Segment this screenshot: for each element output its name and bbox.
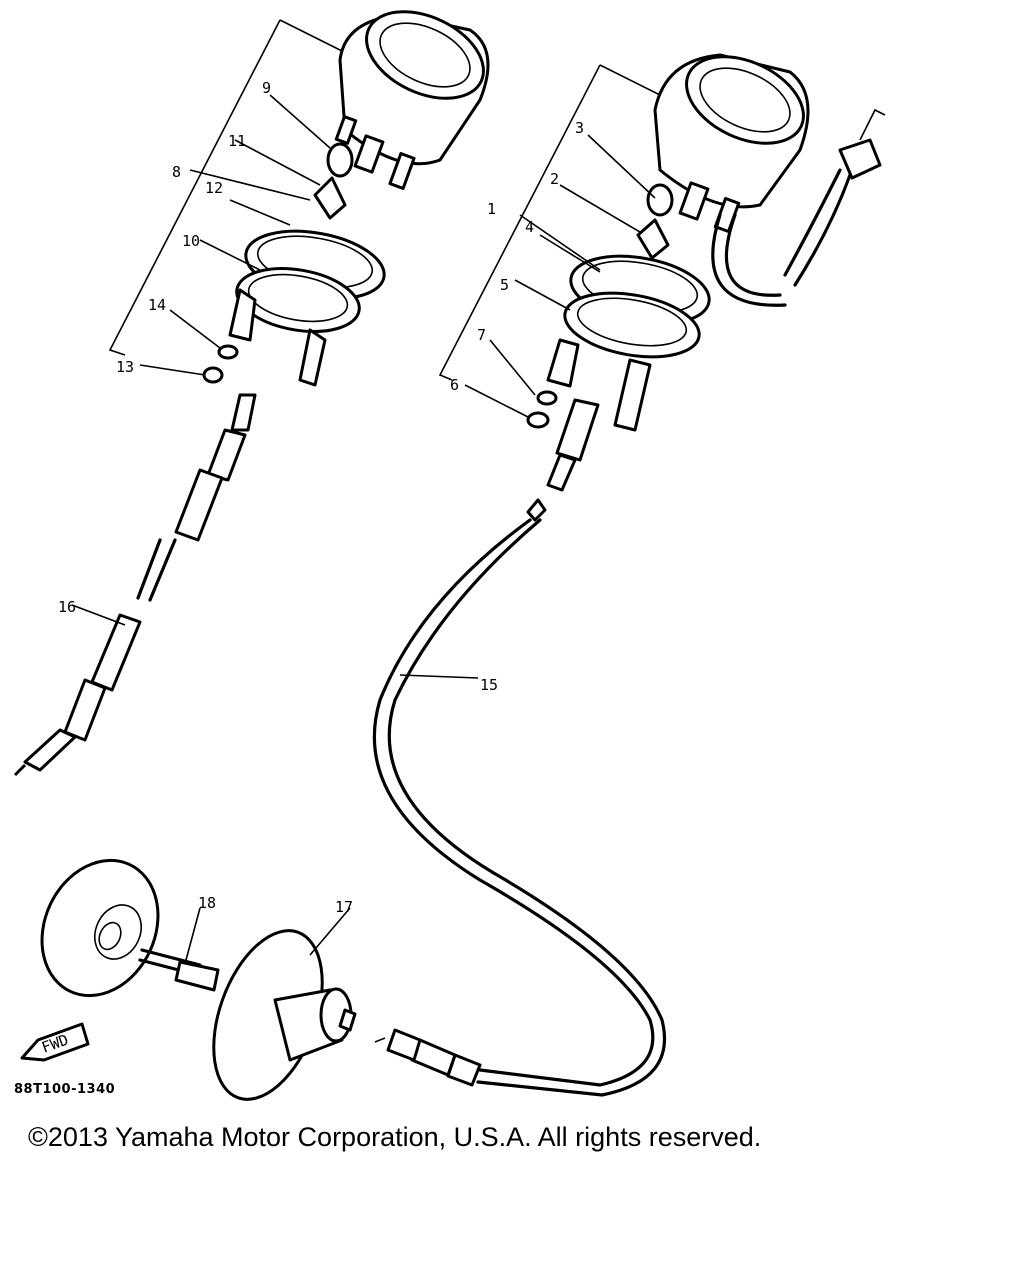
speedometer-gear-unit bbox=[185, 907, 357, 1101]
left-meter-assembly bbox=[13, 10, 490, 777]
callout-9: 9 bbox=[262, 79, 271, 97]
callout-10: 10 bbox=[182, 232, 200, 250]
parts-exploded-diagram: FWD 1 2 3 4 5 6 7 8 9 10 11 12 13 14 15 … bbox=[13, 10, 886, 1101]
callout-11: 11 bbox=[228, 132, 246, 150]
callout-6: 6 bbox=[450, 376, 459, 394]
right-meter-assembly bbox=[438, 53, 886, 492]
callout-2: 2 bbox=[550, 170, 559, 188]
callout-14: 14 bbox=[148, 296, 166, 314]
callout-17: 17 bbox=[335, 898, 353, 916]
callout-3: 3 bbox=[575, 119, 584, 137]
right-damper-rings bbox=[563, 254, 711, 359]
left-washer bbox=[217, 344, 239, 360]
callout-labels: 1 2 3 4 5 6 7 8 9 10 11 12 13 14 15 16 1… bbox=[58, 79, 584, 916]
left-socket bbox=[313, 176, 347, 220]
left-nut bbox=[202, 366, 224, 384]
left-meter-body bbox=[334, 10, 490, 190]
brake-hub bbox=[40, 858, 220, 998]
left-case-leg bbox=[228, 288, 257, 342]
callout-7: 7 bbox=[477, 326, 486, 344]
right-meter-body bbox=[653, 53, 810, 233]
callout-1: 1 bbox=[487, 200, 496, 218]
copyright-notice: ©2013 Yamaha Motor Corporation, U.S.A. A… bbox=[28, 1122, 762, 1152]
callout-18: 18 bbox=[198, 894, 216, 912]
left-tacho-cable bbox=[13, 393, 257, 777]
forward-direction-arrow: FWD bbox=[20, 1022, 90, 1062]
callout-5: 5 bbox=[500, 276, 509, 294]
left-bulb bbox=[326, 142, 354, 178]
left-damper-rings bbox=[235, 229, 386, 333]
callout-4: 4 bbox=[525, 218, 534, 236]
callout-13: 13 bbox=[116, 358, 134, 376]
callout-8: 8 bbox=[172, 163, 181, 181]
drawing-code: 88T100-1340 bbox=[14, 1082, 116, 1097]
speedometer-cable bbox=[372, 498, 667, 1097]
callout-12: 12 bbox=[205, 179, 223, 197]
callout-15: 15 bbox=[480, 676, 498, 694]
callout-16: 16 bbox=[58, 598, 76, 616]
